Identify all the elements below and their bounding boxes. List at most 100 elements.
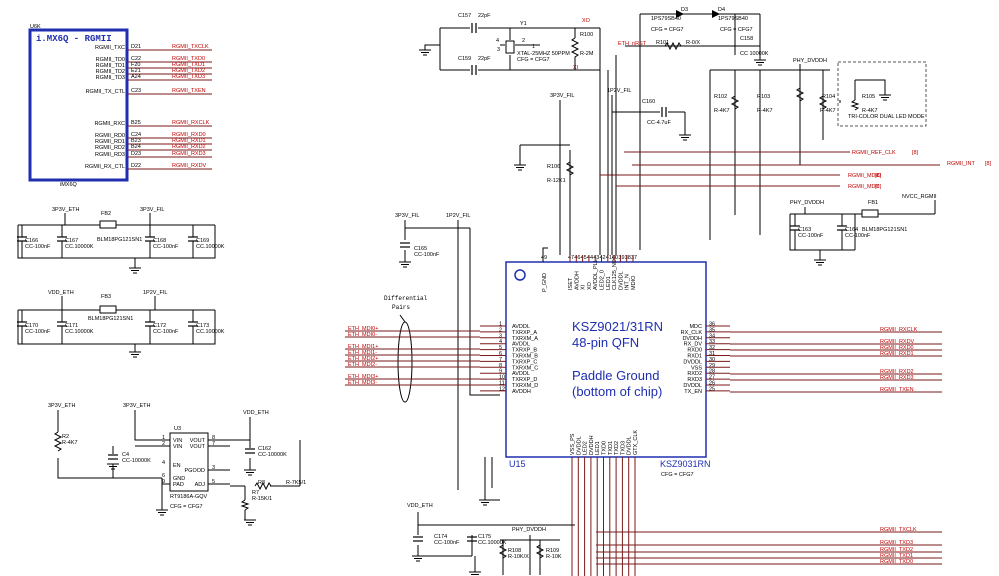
led-mode-label: TRI-COLOR DUAL LED MODE: [848, 114, 925, 120]
rail-phy-dvddh-c: PHY_DVDDH: [512, 527, 546, 533]
phy-pin-num: 41: [606, 255, 612, 261]
phy-pin-label: DVDDL: [627, 436, 633, 455]
phy-pin-label: RXD0: [687, 348, 702, 354]
phy-pin-label: TXRXP_D: [512, 377, 537, 383]
int-sheet: [8]: [985, 161, 992, 167]
cap-value: CC-100nF: [25, 244, 51, 250]
phy-pin-label: TXRXM_B: [512, 354, 538, 360]
r104-val: R-4K7: [820, 108, 836, 114]
phy-pin-label: AVDDH: [512, 389, 531, 395]
pin1-marker: [514, 269, 526, 281]
phy-pin-num: 3: [499, 333, 502, 339]
rail-1p2v-fil-a: 1P2V_FIL: [143, 290, 167, 296]
ground-symbol: [129, 267, 141, 274]
ground-symbol: [419, 49, 431, 56]
r109-ref: R109: [546, 548, 559, 554]
u3-pin-label: VOUT: [190, 444, 206, 450]
soc-part: iMX6Q: [60, 182, 78, 188]
phy-pin-num: 26: [709, 381, 715, 387]
c158-ref: C158: [740, 36, 753, 42]
phy-pin-label: DVDDL: [576, 436, 582, 455]
eth-net-label: ETH_MDI0-: [348, 332, 377, 338]
r106-ref: R106: [547, 164, 560, 170]
phy-pin-label: TX_EN: [684, 389, 702, 395]
rgmii-net-label: RGMII_TXD0: [880, 559, 913, 565]
r7-val: R-15K/1: [252, 496, 272, 502]
c4-val: CC-10000K: [122, 458, 151, 464]
phy-pin-num: 2: [499, 327, 502, 333]
diff-label-2: Pairs: [392, 304, 410, 311]
phy-pin-num: 7: [499, 357, 502, 363]
phy-pin-label: VSS_PS: [570, 433, 576, 455]
cap-ref: C168: [153, 238, 166, 244]
soc-net-label: RGMII_RXDV: [172, 163, 207, 169]
r105-ref: R105: [862, 94, 875, 100]
phy-pin-label: RXD3: [687, 377, 702, 383]
r2-ref: R2: [62, 434, 69, 440]
phy-pin-num: 25: [709, 386, 715, 392]
bottom-resistors: [498, 544, 545, 559]
u3-pin-num: 1: [162, 435, 165, 441]
phy-pin-label: DVDDL: [683, 383, 702, 389]
phy-pin-label: AVDDL: [512, 324, 530, 330]
c159-val: 22pF: [478, 56, 491, 62]
c175-val: CC.10000K: [478, 540, 507, 546]
r2-resistor: [53, 431, 63, 452]
r100-val: R-2M: [580, 51, 594, 57]
r104-ref: R104: [822, 94, 835, 100]
d4-ref: D4: [718, 7, 725, 13]
r102-ref: R102: [714, 94, 727, 100]
ground-symbol: [814, 259, 826, 266]
eth-diff-pairs: Differential Pairs ETH_MDI0+ETH_MDI0-ETH…: [345, 295, 480, 403]
diff-pair-ellipse: [397, 321, 413, 403]
soc-title: i.MX6Q - RGMII: [36, 34, 112, 44]
phy-pin-label: TXRXM_D: [512, 383, 538, 389]
cap-value: CC.10000K: [65, 329, 94, 335]
c160-val: CC-4.7uF: [647, 120, 671, 126]
net-ref-clk: RGMII_REF_CLK: [852, 150, 896, 156]
soc-pin-label: RGMII_TXC: [95, 45, 125, 51]
phy-pin-label: RX_CLK: [681, 330, 703, 336]
r108-val: R-10K/X: [508, 554, 529, 560]
soc-pin-label: RGMII_RD3: [95, 152, 125, 158]
phy-chip: KSZ9021/31RN 48-pin QFN Paddle Ground (b…: [480, 247, 730, 576]
soc-ball: D23: [131, 151, 141, 157]
rail-1p2v-fil-c: 1P2V_FIL: [446, 213, 470, 219]
phy-pin-num: 11: [499, 381, 505, 387]
phy-pin-num: 40: [612, 255, 618, 261]
phy-pin-num: 34: [709, 333, 715, 339]
soc-ref: U6K: [30, 24, 41, 30]
phy-pin-label: TXRXP_A: [512, 330, 537, 336]
phy-pin-label: TXRXM_C: [512, 365, 538, 371]
bottom-section: VDD_ETH PHY_DVDDH C174 CC-100nF C175 CC.…: [407, 457, 942, 575]
rgmii-net-label: RGMII_RXD1: [880, 351, 914, 357]
ground-symbol: [479, 499, 491, 506]
y1-ref: Y1: [520, 21, 527, 27]
soc-ball: B25: [131, 120, 141, 126]
phy-pin-label: RXD1: [687, 354, 702, 360]
ground-symbol: [399, 261, 411, 268]
net-mdc: RGMII_MDC: [848, 184, 880, 190]
r105-val: R-4K7: [862, 108, 878, 114]
eth-net-label: ETH_MDI1-: [348, 350, 377, 356]
phy-pin-num: 9: [499, 369, 502, 375]
c4-ref: C4: [122, 452, 129, 458]
phy-pin-num: 33: [709, 339, 715, 345]
c175-ref: C175: [478, 534, 491, 540]
phy-pin-label: RX_DV: [684, 342, 703, 348]
soc-ball: C23: [131, 88, 141, 94]
rgmii-net-label: RGMII_TXD1: [880, 553, 913, 559]
phy-pin-num: 29: [709, 363, 715, 369]
soc-net-label: RGMII_TXD2: [172, 68, 205, 74]
cap-value: CC.10000K: [196, 329, 225, 335]
pin49-num: 49: [541, 255, 547, 261]
crystal-section: C157 22pF C159 22pF Y1 XTAL-25MHZ 50PPM …: [424, 13, 609, 255]
u3-pin-num: 7: [212, 441, 215, 447]
d3-part: 1PS79SB40: [651, 16, 681, 22]
rgmii-net-label: RGMII_TXCLK: [880, 527, 917, 533]
r8-resistor: [254, 481, 272, 491]
phy-pin-label: LED2_0: [600, 270, 606, 290]
phy-pin-label: RXD2: [687, 371, 702, 377]
y1-pin2: 2: [522, 38, 525, 44]
soc-net-label: RGMII_RXD1: [172, 138, 206, 144]
